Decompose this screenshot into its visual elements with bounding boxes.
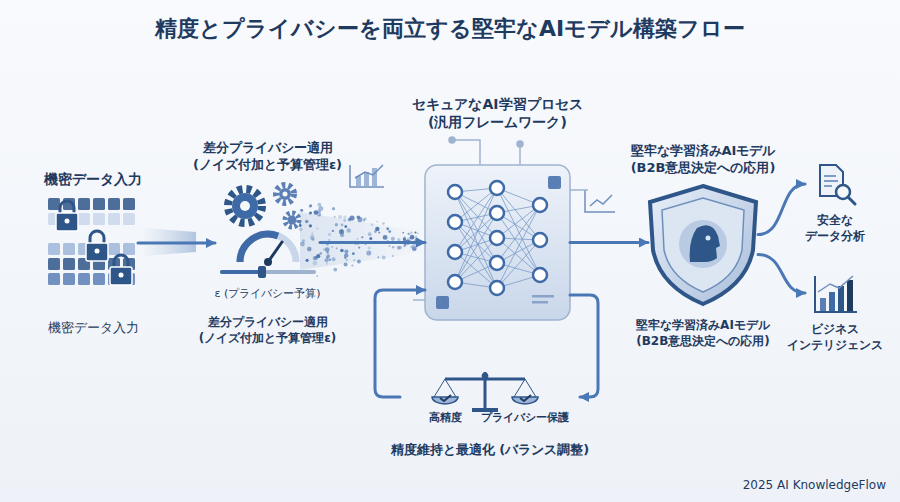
node-label: 差分プライバシー適用 (ノイズ付加と予算管理ε) [180, 315, 356, 346]
title: 精度とプライバシーを両立する堅牢なAIモデル構築フロー [0, 14, 900, 44]
model-node: 堅牢な学習済みAIモデル (B2B意思決定への応用)堅牢な学習済みAIモデル (… [648, 185, 758, 304]
node-heading: 機密データ入力 [31, 170, 155, 188]
label-wrap: 精度維持と最適化 (バランス調整) [385, 442, 595, 459]
balance-node: 高精度プライバシー保護精度維持と最適化 (バランス調整) [400, 368, 580, 426]
node-label: ε (プライバシー予算) [193, 287, 343, 301]
node-label: 高精度 [415, 411, 475, 425]
gears [228, 185, 299, 227]
privacy-node: 差分プライバシー適用 (ノイズ付加と予算管理ε)ε (プライバシー予算)差分プラ… [215, 180, 320, 275]
label-wrap: ビジネス インテリジェンス [783, 322, 887, 353]
label-wrap: セキュアなAI学習プロセス (汎用フレームワーク) [383, 95, 613, 131]
data-grid [48, 198, 135, 285]
bar-chart-icon [815, 276, 857, 312]
input-node: 機密データ入力機密データ入力 [48, 198, 138, 288]
node-label: 安全な データ分析 [790, 213, 880, 244]
node-label: 精度維持と最適化 (バランス調整) [385, 442, 595, 459]
label-wrap: 差分プライバシー適用 (ノイズ付加と予算管理ε) [180, 315, 356, 346]
cube-icons [436, 176, 561, 309]
document-icon [820, 165, 855, 204]
watermark-text: 2025 AI KnowledgeFlow [743, 478, 886, 494]
label-wrap: プライバシー保護 [477, 411, 573, 425]
flow-arrow [570, 241, 648, 244]
node-label: ビジネス インテリジェンス [783, 322, 887, 353]
node-heading: セキュアなAI学習プロセス (汎用フレームワーク) [383, 95, 613, 131]
noise-stream [300, 212, 425, 270]
node-heading: 堅牢な学習済みAIモデル (B2B意思決定への応用) [605, 143, 801, 177]
label-wrap: 堅牢な学習済みAIモデル (B2B意思決定への応用) [605, 143, 801, 177]
balance-scale [432, 372, 538, 410]
label-wrap: 安全な データ分析 [790, 213, 880, 244]
training-box [425, 165, 570, 320]
flow-arrow [375, 290, 425, 397]
flow-arrow [138, 242, 215, 245]
node-heading: 差分プライバシー適用 (ノイズ付加と予算管理ε) [178, 140, 358, 174]
neural-network [448, 181, 547, 295]
label-wrap: 堅牢な学習済みAIモデル (B2B意思決定への応用) [623, 318, 783, 349]
flow-arrow [570, 295, 598, 397]
label-wrap: 差分プライバシー適用 (ノイズ付加と予算管理ε) [178, 140, 358, 174]
label-wrap: ε (プライバシー予算) [193, 287, 343, 301]
shield [650, 186, 756, 304]
flow-arrow [758, 255, 805, 294]
label-wrap: 機密データ入力 [31, 170, 155, 188]
node-label: 堅牢な学習済みAIモデル (B2B意思決定への応用) [623, 318, 783, 349]
output-node: ビジネス インテリジェンス [805, 272, 865, 314]
watermark: 2025 AI KnowledgeFlow [743, 478, 886, 494]
noise-dots [299, 203, 419, 277]
padlocks [56, 201, 132, 285]
flow-arrow [758, 184, 805, 235]
output-node: 安全な データ分析 [805, 163, 865, 205]
node-label: 機密データ入力 [31, 320, 155, 337]
label-wrap: 高精度 [415, 411, 475, 425]
node-label: プライバシー保護 [477, 411, 573, 425]
training-node: セキュアなAI学習プロセス (汎用フレームワーク) [425, 165, 570, 320]
flow-arrow [320, 241, 425, 244]
label-wrap: 機密データ入力 [31, 320, 155, 337]
